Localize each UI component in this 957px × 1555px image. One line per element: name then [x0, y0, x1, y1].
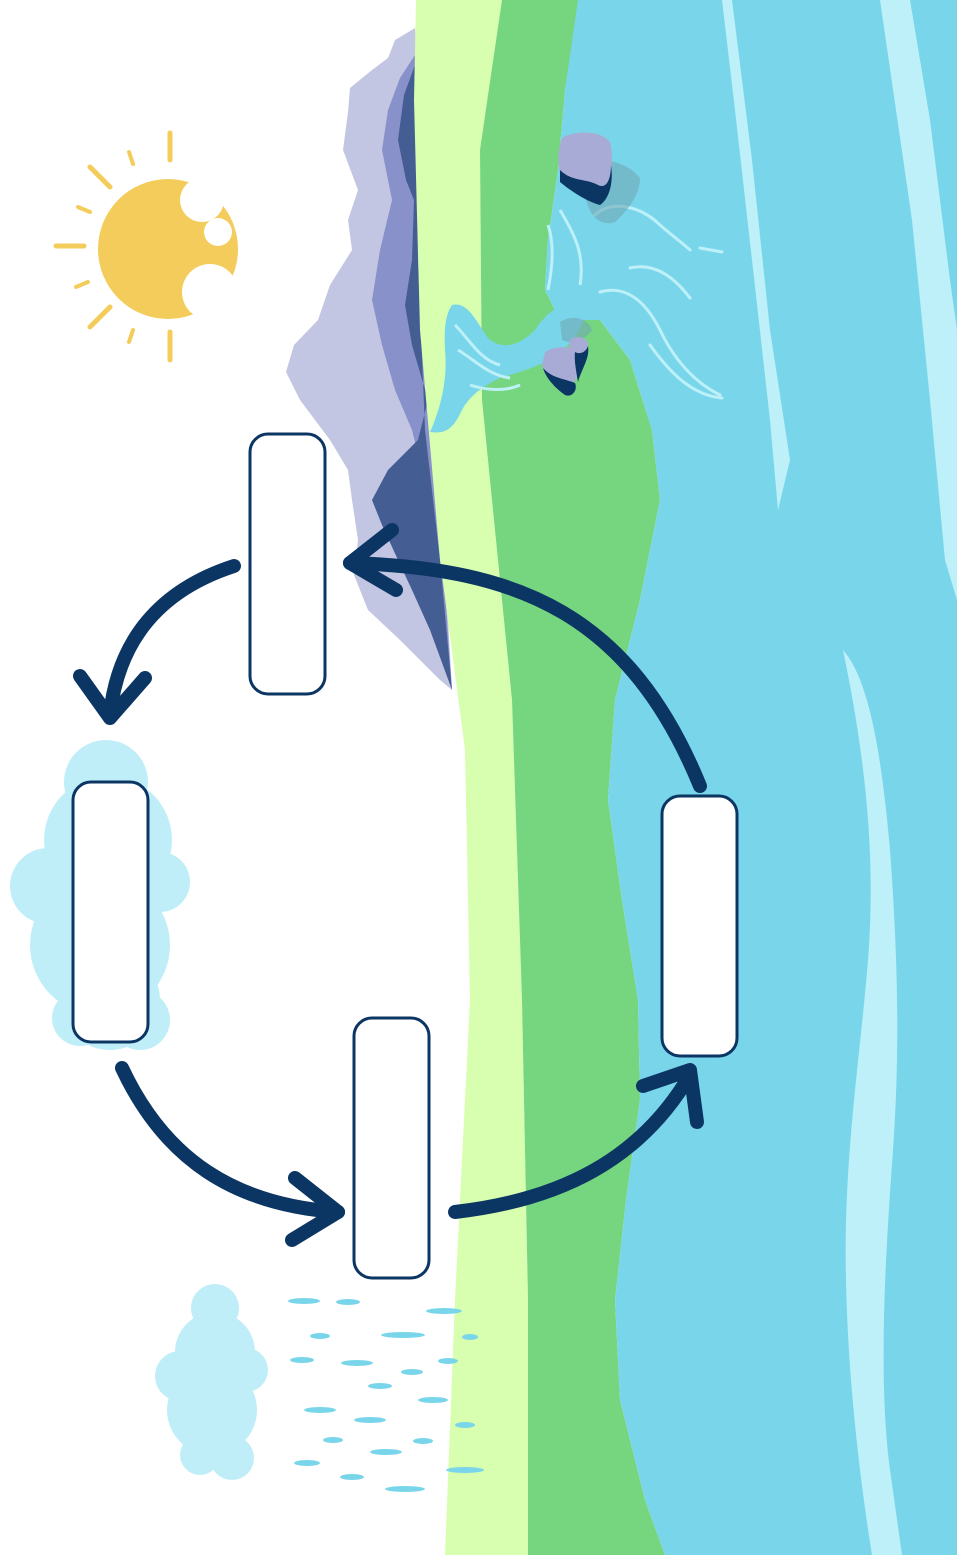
arrow-right-to-top [343, 556, 707, 793]
rock-icon [542, 132, 640, 396]
water-ripples [593, 204, 724, 400]
sun-icon [53, 130, 238, 363]
rain-cloud-icon [155, 1284, 268, 1480]
rain-drops [288, 1298, 484, 1492]
arrowhead-top [343, 523, 403, 597]
label-box-left[interactable] [71, 780, 150, 1044]
rock-small-dark [543, 368, 576, 396]
arrowhead-left [73, 669, 152, 725]
label-box-bottom[interactable] [352, 1016, 431, 1280]
stream-icon [430, 209, 584, 433]
grass-strip [480, 0, 665, 1555]
arrow-top-to-left [103, 559, 241, 722]
cycle-arrows [73, 523, 707, 1247]
arrowhead-right [636, 1063, 704, 1129]
sun-rays [53, 130, 173, 363]
rock-tiny [569, 336, 588, 356]
water-streak-top [880, 0, 957, 600]
rock-shadow-2 [560, 317, 592, 342]
rock-large-dark [560, 165, 612, 205]
water-streak-bottom [843, 650, 902, 1555]
label-box-right[interactable] [660, 794, 739, 1058]
sand-strip [414, 0, 528, 1555]
stream-body [430, 304, 584, 433]
label-box-top[interactable] [248, 432, 327, 696]
arrow-left-to-bottom [115, 1061, 345, 1219]
rock-tiny-dark [574, 346, 589, 382]
arrow-bottom-to-right [448, 1068, 697, 1219]
arrowhead-bottom [285, 1171, 345, 1247]
water-streak-thin [722, 0, 790, 510]
